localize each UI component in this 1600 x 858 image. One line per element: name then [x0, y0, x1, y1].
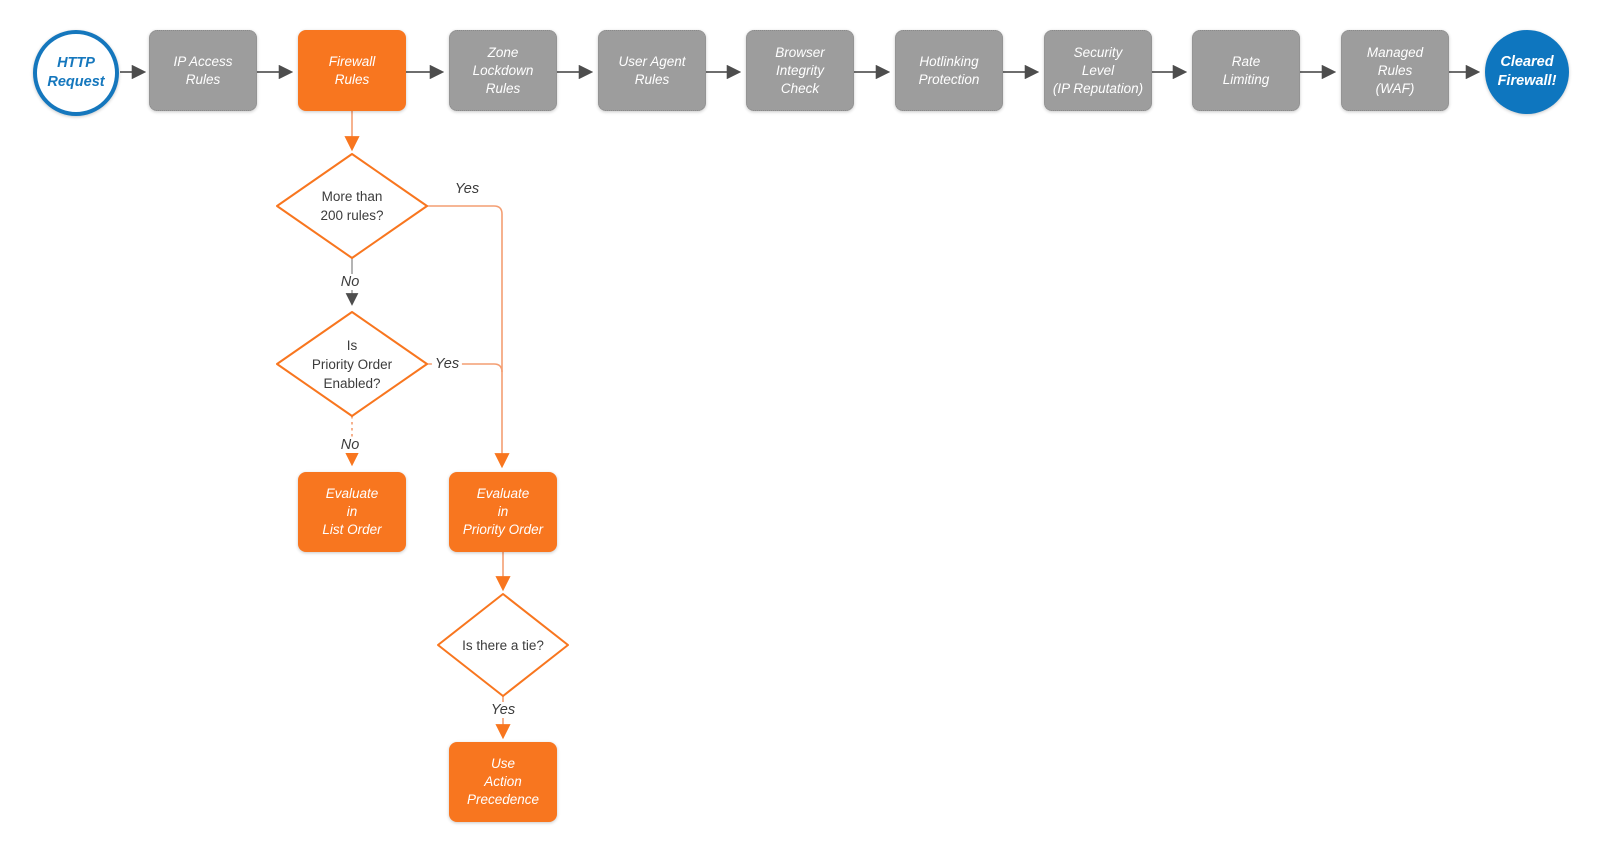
node-managed-rules-waf-label: Managed Rules (WAF)	[1366, 44, 1424, 96]
node-zone-lockdown-rules-label: Zone Lockdown Rules	[472, 44, 534, 96]
node-evaluate-list-order: Evaluate in List Order	[298, 472, 406, 552]
node-security-level: Security Level (IP Reputation)	[1044, 30, 1152, 111]
node-http-request-label: HTTP Request	[47, 55, 105, 90]
node-ip-access-rules: IP Access Rules	[149, 30, 257, 111]
node-security-level-label: Security Level (IP Reputation)	[1052, 44, 1144, 96]
node-use-action-precedence: Use Action Precedence	[449, 742, 557, 822]
node-rate-limiting-label: Rate Limiting	[1222, 53, 1270, 87]
decision-more-than-200-rules-shape	[276, 153, 428, 259]
edge-label-yes-more-than-200: Yes	[454, 181, 480, 197]
decision-is-there-a-tie-label: Is there a tie?	[462, 637, 544, 653]
node-use-action-precedence-label: Use Action Precedence	[466, 756, 540, 807]
node-user-agent-rules: User Agent Rules	[598, 30, 706, 111]
node-browser-integrity-check: Browser Integrity Check	[746, 30, 854, 111]
node-evaluate-list-order-label: Evaluate in List Order	[322, 486, 382, 537]
node-managed-rules-waf: Managed Rules (WAF)	[1341, 30, 1449, 111]
node-cleared-firewall-label: Cleared Firewall!	[1497, 54, 1557, 89]
node-zone-lockdown-rules: Zone Lockdown Rules	[449, 30, 557, 111]
node-firewall-rules-label: Firewall Rules	[328, 53, 376, 87]
node-cleared-firewall: Cleared Firewall!	[1485, 30, 1569, 114]
node-evaluate-priority-order: Evaluate in Priority Order	[449, 472, 557, 552]
node-browser-integrity-check-label: Browser Integrity Check	[775, 44, 825, 96]
node-evaluate-priority-order-label: Evaluate in Priority Order	[462, 486, 544, 537]
decision-is-there-a-tie-shape	[437, 593, 569, 697]
edge-label-no-priority-order: No	[337, 437, 363, 453]
arrow-yes-to-evaluate-priority-order	[427, 205, 510, 469]
decision-priority-order-enabled-shape	[276, 311, 428, 417]
node-http-request: HTTP Request	[33, 30, 119, 116]
edge-label-yes-tie: Yes	[487, 702, 519, 718]
decision-priority-order-enabled-label: Is Priority Order Enabled?	[311, 337, 393, 391]
node-hotlinking-protection-label: Hotlinking Protection	[918, 53, 980, 87]
node-ip-access-rules-label: IP Access Rules	[173, 53, 233, 87]
arrow-yes-merge-from-priority-decision	[427, 363, 503, 373]
node-user-agent-rules-label: User Agent Rules	[618, 53, 686, 87]
edge-label-no-more-than-200: No	[337, 274, 363, 290]
edge-label-yes-priority-order: Yes	[431, 356, 463, 372]
node-rate-limiting: Rate Limiting	[1192, 30, 1300, 111]
node-hotlinking-protection: Hotlinking Protection	[895, 30, 1003, 111]
decision-more-than-200-rules-label: More than 200 rules?	[320, 189, 384, 223]
node-firewall-rules: Firewall Rules	[298, 30, 406, 111]
